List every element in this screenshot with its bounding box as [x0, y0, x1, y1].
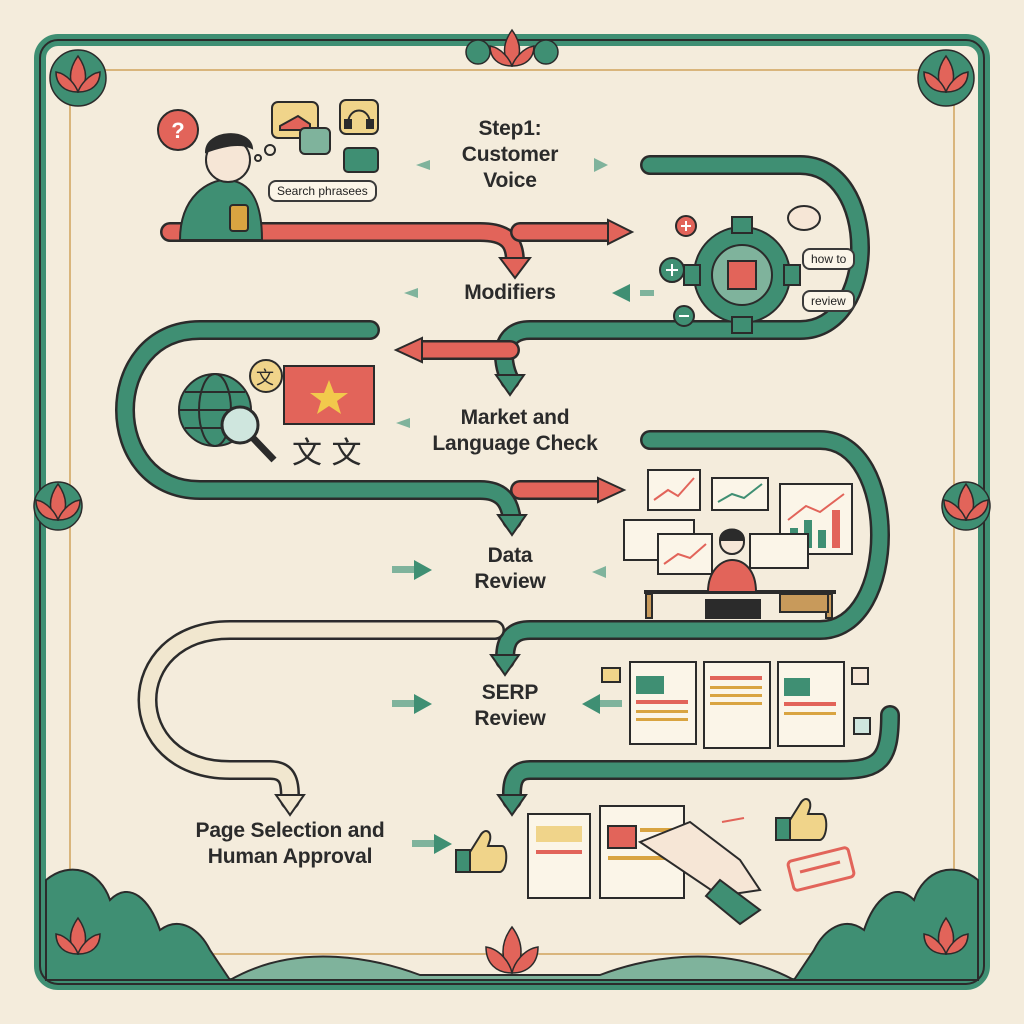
market-line1: Market and: [460, 406, 570, 429]
data-line2: Review: [474, 570, 546, 593]
step1-line3: Voice: [483, 169, 537, 192]
review-bubble: review: [802, 290, 855, 312]
market-line2: Language Check: [432, 432, 598, 455]
data-review-label: Data Review: [440, 543, 580, 595]
question-icon: ?: [157, 109, 199, 151]
approval-line1: Page Selection and: [195, 819, 385, 842]
magnifier-icon: [220, 405, 277, 463]
headphones-icon: [339, 99, 379, 135]
coral-path: [160, 222, 620, 500]
chinese-pair-text: 文 文: [292, 436, 362, 471]
thumbs-up-icon: [455, 798, 828, 926]
search-phrases-bubble: Search phrasees: [268, 180, 377, 202]
step1-line1: Step1:: [478, 117, 542, 140]
approval-line2: Human Approval: [207, 845, 373, 868]
customer-illustration: [178, 133, 264, 241]
wave-decoration: [45, 868, 979, 981]
arrowheads: [274, 218, 635, 817]
vietnam-flag-icon: [249, 359, 375, 425]
svg-text:?: ?: [171, 118, 184, 143]
modifiers-label: Modifiers: [464, 281, 556, 304]
plus-icon: [659, 215, 697, 283]
market-label: Market and Language Check: [400, 405, 630, 457]
step1-line2: Customer: [461, 143, 559, 166]
serp-review-label: SERP Review: [440, 680, 580, 732]
data-line1: Data: [487, 544, 533, 567]
speech-dot: [787, 205, 821, 231]
document-icon: [601, 661, 871, 749]
shoe-icon: [254, 127, 379, 173]
serp-line2: Review: [474, 707, 546, 730]
step1-label: Step1: Customer Voice: [430, 116, 590, 194]
gear-icon: [683, 216, 801, 334]
how-to-bubble: how to: [802, 248, 856, 270]
guide-arrows: [392, 158, 654, 854]
serp-line1: SERP: [481, 681, 539, 704]
stamp-icon: [786, 846, 856, 892]
translate-glyph: 文: [256, 368, 274, 389]
lotus-icon: [33, 28, 991, 531]
approval-label: Page Selection and Human Approval: [170, 818, 410, 870]
monitor-icon: [623, 519, 836, 619]
minus-icon: [673, 305, 695, 327]
